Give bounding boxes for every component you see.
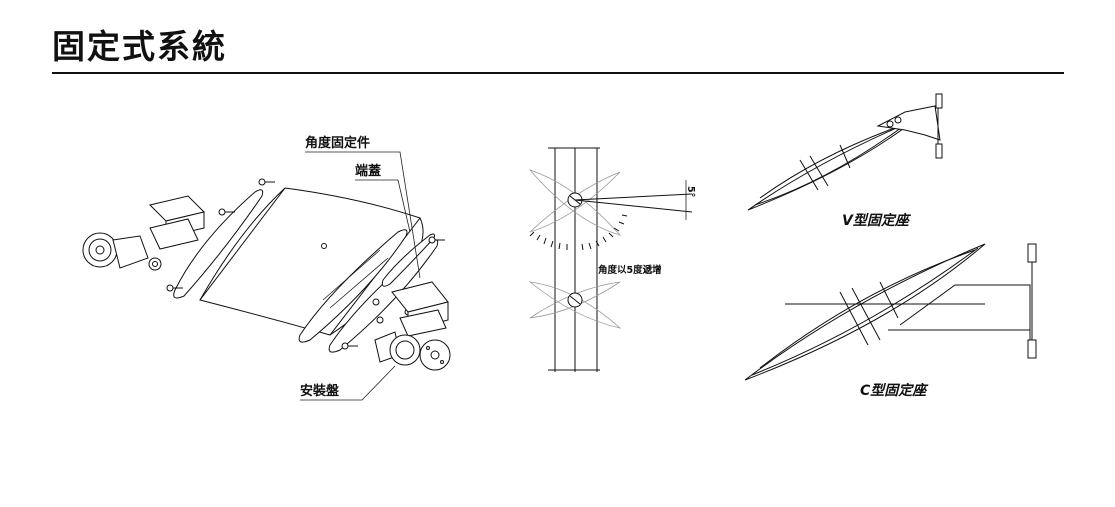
label-mounting-plate: 安裝盤 (300, 383, 340, 399)
title-divider (52, 72, 1064, 74)
angle-ticks (529, 214, 628, 251)
page-title: 固定式系統 (52, 27, 227, 66)
v-mount-diagram (747, 93, 943, 211)
leader-end-cap (355, 179, 411, 233)
label-v-mount: V型固定座 (842, 212, 912, 229)
leader-angle-bracket (305, 151, 421, 279)
label-degree: 5° (685, 186, 696, 197)
label-angle-step: 角度以5度遞增 (598, 264, 662, 276)
end-cap-near (328, 239, 439, 353)
label-c-mount: C型固定座 (860, 382, 929, 399)
mounting-plate-right (374, 331, 451, 371)
c-mount-diagram (744, 243, 1037, 381)
label-end-cap: 端蓋 (355, 163, 381, 179)
label-angle-bracket: 角度固定件 (305, 135, 370, 151)
exploded-assembly (82, 151, 451, 401)
mounting-plate-left (82, 232, 162, 271)
angle-adjust-diagram (528, 147, 693, 372)
leader-mounting-plate (300, 365, 396, 401)
end-cap-far (173, 189, 264, 299)
